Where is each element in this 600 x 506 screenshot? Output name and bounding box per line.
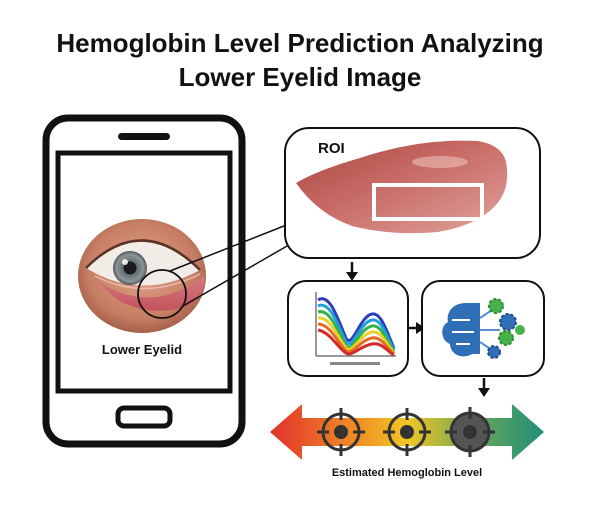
hemoglobin-scale: Estimated Hemoglobin Level — [270, 404, 544, 479]
phone-speaker — [118, 133, 170, 140]
eye-icon — [78, 219, 206, 333]
arrow-icon — [346, 272, 358, 281]
phone-home-button — [115, 405, 173, 429]
zoom-line-top — [169, 221, 295, 272]
arrow-icon — [478, 388, 490, 397]
target-crosshair-icon — [383, 408, 431, 456]
eyelid-roi-circle — [137, 269, 187, 319]
diagram-title: Hemoglobin Level Prediction Analyzing Lo… — [0, 26, 600, 94]
spectrum-plot-icon — [315, 292, 396, 365]
ai-panel — [421, 280, 545, 377]
title-line-2: Lower Eyelid Image — [178, 62, 422, 92]
spectrum-panel — [287, 280, 409, 377]
target-crosshair-icon — [445, 407, 495, 457]
eye-label: Lower Eyelid — [102, 342, 182, 357]
roi-box — [372, 183, 484, 221]
arrow-icon — [416, 322, 425, 334]
title-line-1: Hemoglobin Level Prediction Analyzing — [56, 28, 544, 58]
scale-label: Estimated Hemoglobin Level — [332, 467, 482, 479]
roi-label: ROI — [318, 140, 345, 157]
roi-panel: ROI — [284, 127, 541, 259]
ai-brain-gears-icon — [442, 298, 525, 359]
target-crosshair-icon — [317, 408, 365, 456]
zoom-line-bottom — [182, 241, 295, 307]
